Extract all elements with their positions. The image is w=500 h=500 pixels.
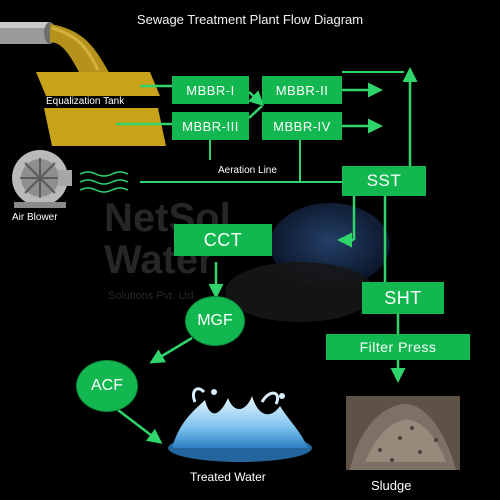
inlet-pipe-icon — [0, 22, 110, 74]
stage-mbbr-1: MBBR-I — [172, 76, 249, 104]
stage-mbbr-3: MBBR-III — [172, 112, 249, 140]
watermark-line3: Solutions Pvt. Ltd — [108, 290, 194, 302]
water-splash-icon — [168, 387, 312, 462]
stage-cct: CCT — [174, 224, 272, 256]
air-flow-icon — [79, 171, 129, 193]
aeration-line-label: Aeration Line — [218, 165, 277, 176]
equalization-tank-label: Equalization Tank — [46, 96, 125, 107]
equalization-tank-icon — [36, 72, 166, 146]
stage-sst: SST — [342, 166, 426, 196]
stage-filter-press: Filter Press — [326, 334, 470, 360]
sludge-pile-icon — [346, 396, 460, 470]
treated-water-label: Treated Water — [190, 470, 266, 484]
air-blower-label: Air Blower — [12, 212, 58, 223]
watermark-logo-icon — [225, 203, 390, 322]
diagram-title: Sewage Treatment Plant Flow Diagram — [136, 12, 364, 27]
stage-mgf: MGF — [185, 296, 245, 346]
stage-mbbr-4: MBBR-IV — [262, 112, 342, 140]
stage-mbbr-2: MBBR-II — [262, 76, 342, 104]
sludge-label: Sludge — [371, 478, 412, 493]
stage-acf: ACF — [76, 360, 138, 412]
stage-sht: SHT — [362, 282, 444, 314]
air-blower-icon — [12, 150, 72, 208]
